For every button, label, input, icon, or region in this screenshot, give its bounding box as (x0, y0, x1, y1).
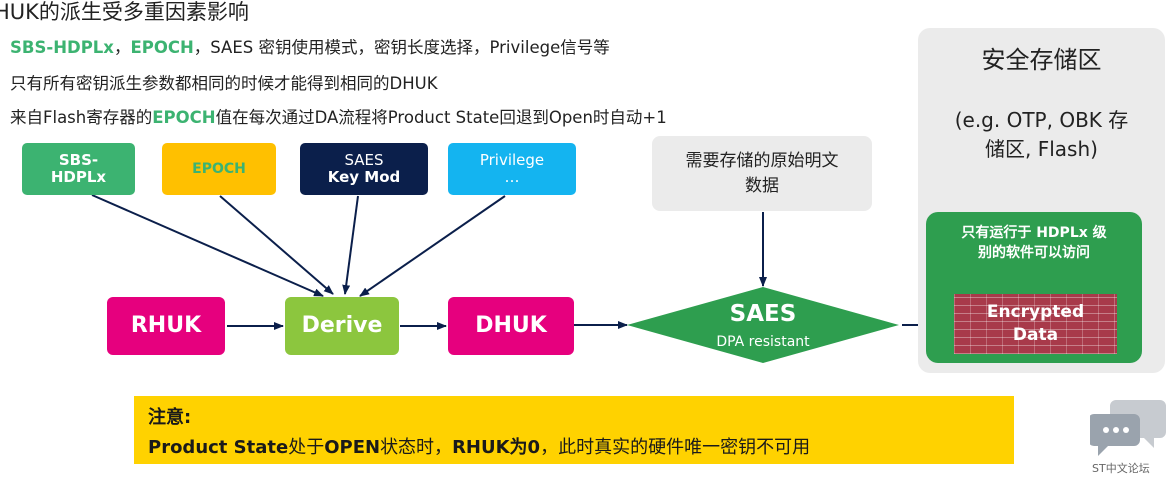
bullet-epoch-increment: 来自Flash寄存器的EPOCH值在每次通过DA流程将Product State… (10, 104, 667, 128)
rhuk-box: RHUK (107, 297, 225, 355)
notice-product-state: Product State (148, 437, 289, 458)
input-sbs-hdplx: SBS-HDPLx (22, 143, 135, 195)
notice-heading: 注意: (148, 407, 192, 428)
arrow-epoch-to-derive (219, 195, 334, 295)
bullet-epoch-prefix: 来自Flash寄存器的 (10, 108, 153, 127)
page-title: HUK的派生受多重因素影响 (0, 0, 249, 24)
bullet-sbs-hdplx: SBS-HDPLx (10, 38, 114, 57)
bullet-same-params: 只有所有密钥派生参数都相同的时候才能得到相同的DHUK (10, 74, 438, 93)
notice-open: OPEN (324, 437, 381, 458)
input-sbs-line2: HDPLx (50, 168, 107, 186)
chat-bubbles-icon (1090, 400, 1166, 456)
bullet-epoch: EPOCH (130, 38, 194, 57)
bullet-factors: SBS-HDPLx，EPOCH，SAES 密钥使用模式，密钥长度选择，Privi… (10, 34, 610, 58)
input-sbs-line1: SBS- (58, 150, 99, 169)
saes-label: SAES (729, 301, 797, 327)
secure-sub-line2: 储区, Flash) (985, 137, 1098, 161)
bullet-epoch-keyword: EPOCH (152, 108, 216, 127)
notice-state: 状态时， (380, 437, 453, 458)
notice-text: Product State处于OPEN状态时，RHUK为0，此时真实的硬件唯一密… (148, 433, 810, 459)
input-epoch: EPOCH (162, 143, 276, 195)
input-privilege: Privilege… (448, 143, 576, 195)
notice-box (134, 396, 1014, 464)
secure-storage-title: 安全存储区 (981, 46, 1102, 74)
input-saes-line2: Key Mod (327, 168, 401, 186)
enc-line1: Encrypted (986, 302, 1085, 323)
hdplx-access-text: 只有运行于 HDPLx 级别的软件可以访问 (926, 224, 1142, 263)
bullet-comma: ， (113, 38, 131, 57)
forum-logo-text: ST中文论坛 (1092, 462, 1150, 475)
access-line1: 只有运行于 HDPLx 级 (961, 225, 1107, 241)
plaintext-line1: 需要存储的原始明文 (685, 150, 839, 171)
arrow-privilege-to-derive (359, 195, 506, 297)
bullet-epoch-suffix: 值在每次通过DA流程将Product State回退到Open时自动+1 (215, 108, 667, 127)
input-priv-line1: Privilege (479, 150, 545, 169)
input-saes-line1: SAES (344, 150, 384, 169)
plaintext-line2: 数据 (745, 175, 779, 196)
enc-line2: Data (1012, 325, 1059, 345)
access-line2: 别的软件可以访问 (978, 244, 1090, 261)
derive-box: Derive (285, 297, 399, 355)
arrow-saes-to-derive (342, 195, 359, 295)
bullet-factors-rest: ，SAES 密钥使用模式，密钥长度选择，Privilege信号等 (193, 38, 610, 57)
secure-storage-examples: (e.g. OTP, OBK 存储区, Flash) (918, 106, 1165, 164)
secure-sub-line1: (e.g. OTP, OBK 存 (954, 108, 1129, 132)
dhuk-box: DHUK (448, 297, 574, 355)
notice-rhuk-zero: RHUK为0 (452, 437, 541, 458)
plaintext-data-note: 需要存储的原始明文数据 (652, 136, 872, 211)
saes-diamond (627, 287, 899, 363)
notice-rest: ，此时真实的硬件唯一密钥不可用 (540, 437, 811, 458)
arrow-sbs-to-derive (91, 194, 324, 297)
saes-sublabel: DPA resistant (716, 334, 810, 350)
notice-in: 处于 (288, 437, 325, 458)
input-priv-line2: … (504, 168, 520, 186)
